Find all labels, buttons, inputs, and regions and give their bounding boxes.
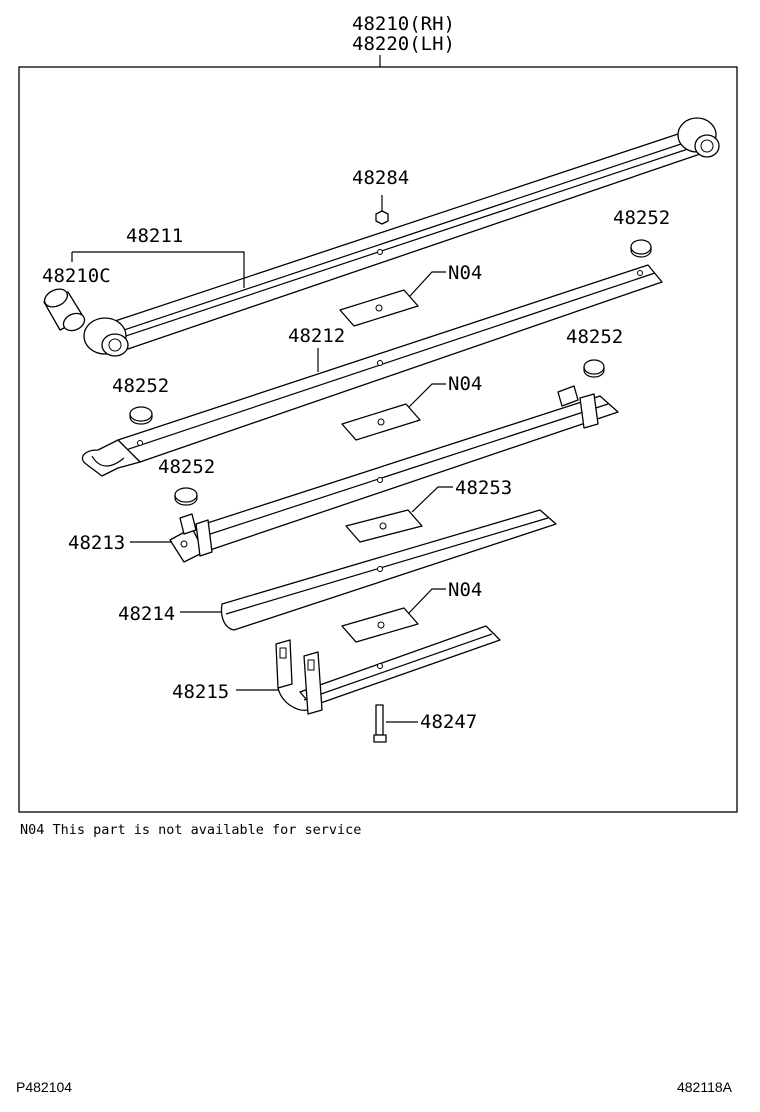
footer-right-code: 482118A (676, 1079, 732, 1095)
label-48214[interactable]: 48214 (118, 603, 175, 625)
label-48252-4[interactable]: 48252 (158, 456, 215, 478)
diagram-frame (18, 66, 738, 813)
label-48247[interactable]: 48247 (420, 711, 477, 733)
label-48212[interactable]: 48212 (288, 325, 345, 347)
pad-n04-1[interactable] (339, 289, 419, 327)
leader-n04-1 (409, 271, 446, 297)
label-48252-2[interactable]: 48252 (566, 326, 623, 348)
main-leaf-48211[interactable] (83, 117, 720, 357)
leader-48211 (71, 251, 245, 288)
leaf-48213[interactable] (169, 385, 619, 563)
leaf-48215[interactable] (275, 625, 501, 715)
bolt-48247[interactable] (373, 704, 387, 743)
pad-48252-3[interactable] (129, 406, 153, 425)
pad-48253[interactable] (345, 509, 423, 543)
leaf-48212[interactable] (81, 264, 663, 477)
pad-n04-3[interactable] (341, 607, 419, 643)
bushing-48210c[interactable] (42, 286, 88, 334)
label-48215[interactable]: 48215 (172, 681, 229, 703)
leader-48253 (411, 486, 453, 513)
pad-n04-2[interactable] (341, 403, 421, 441)
label-48252-1[interactable]: 48252 (613, 207, 670, 229)
leaf-48214[interactable] (220, 509, 557, 631)
label-48220-lh[interactable]: 48220(LH) (352, 33, 455, 55)
footer-left-code: P482104 (16, 1079, 73, 1095)
leader-n04-2 (407, 383, 446, 409)
label-48284[interactable]: 48284 (352, 167, 409, 189)
pad-48252-2[interactable] (583, 359, 605, 378)
pad-48252-4[interactable] (174, 487, 198, 506)
label-n04-3[interactable]: N04 (448, 579, 482, 601)
leader-n04-3 (407, 588, 446, 615)
label-n04-1[interactable]: N04 (448, 262, 482, 284)
label-48210c[interactable]: 48210C (42, 265, 111, 287)
service-note: N04 This part is not available for servi… (20, 822, 362, 838)
pad-48252-1[interactable] (630, 239, 652, 258)
label-48252-3[interactable]: 48252 (112, 375, 169, 397)
nut-48284[interactable] (375, 195, 389, 225)
label-n04-2[interactable]: N04 (448, 373, 482, 395)
label-48253[interactable]: 48253 (455, 477, 512, 499)
label-48210-rh[interactable]: 48210(RH) (352, 13, 455, 35)
label-48213[interactable]: 48213 (68, 532, 125, 554)
label-48211[interactable]: 48211 (126, 225, 183, 247)
